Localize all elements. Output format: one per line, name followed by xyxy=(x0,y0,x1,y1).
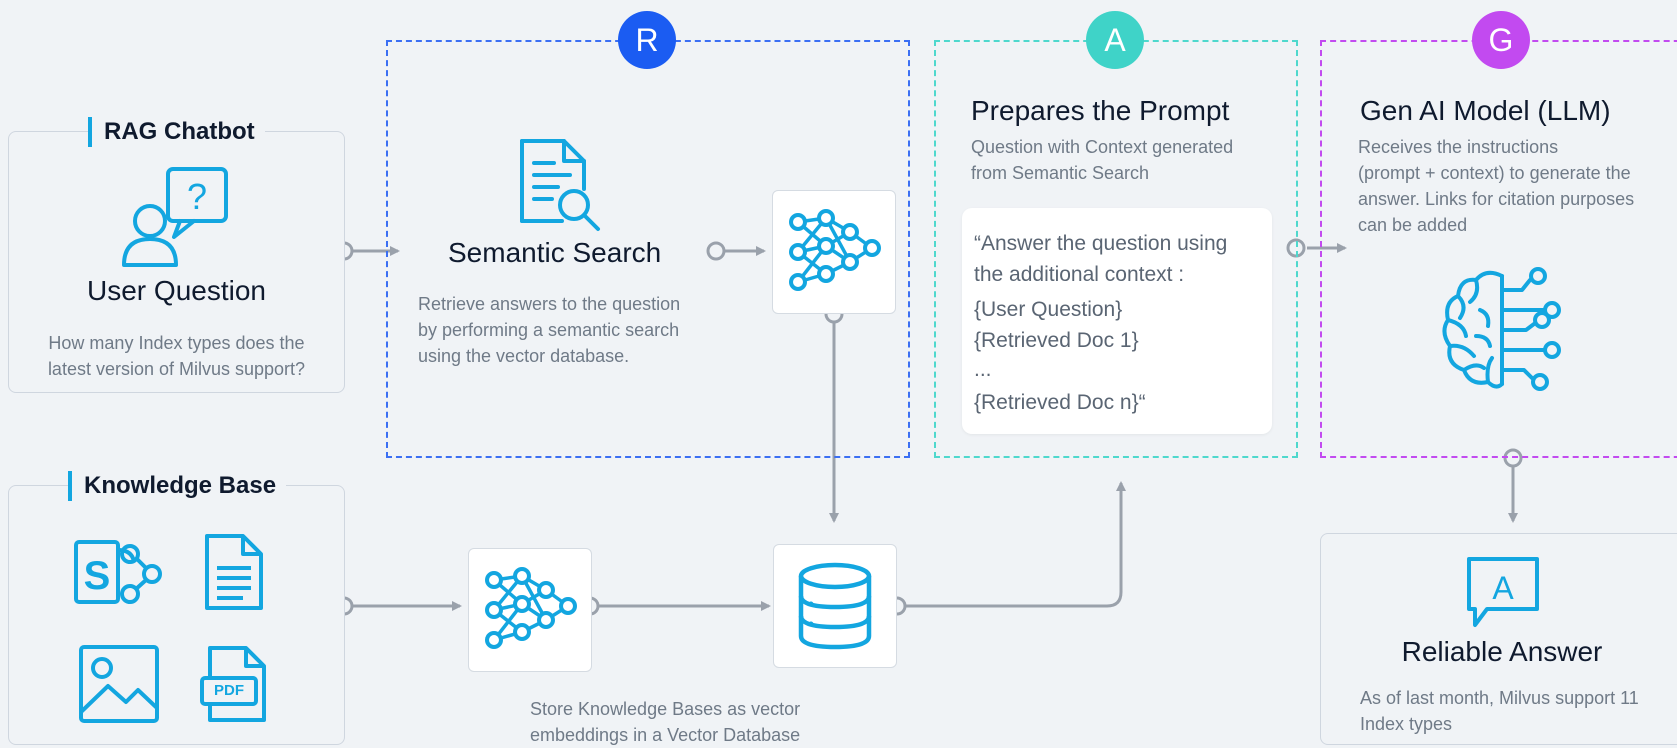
answer-chat-icon xyxy=(1467,557,1539,627)
pdf-label: PDF xyxy=(214,682,244,699)
prompt-line-2: the additional context : xyxy=(974,263,1185,286)
database-icon xyxy=(798,562,872,650)
user-question-icon: ? xyxy=(122,167,228,267)
svg-text:?: ? xyxy=(187,176,207,217)
pdf-icon xyxy=(200,646,266,722)
sharepoint-icon: S xyxy=(74,540,162,604)
retrieve-desc-line-1: Retrieve answers to the question xyxy=(418,294,681,314)
generate-desc-line-4: can be added xyxy=(1358,215,1468,235)
knowledge-base-card xyxy=(8,485,345,745)
retrieve-badge: R xyxy=(618,11,676,69)
question-text-line-1: How many Index types does the xyxy=(48,333,305,353)
generate-desc-line-1: Receives the instructions xyxy=(1358,137,1559,157)
user-question-heading: User Question xyxy=(87,275,266,306)
ai-brain-icon xyxy=(1442,267,1561,391)
augment-badge: A xyxy=(1086,11,1144,69)
prompt-line-6: {Retrieved Doc n}“ xyxy=(974,391,1146,414)
generate-desc-line-2: (prompt + context) to generate the xyxy=(1358,163,1631,183)
augment-desc-line-1: Question with Context generated xyxy=(971,137,1234,157)
reliable-answer-card xyxy=(1320,533,1677,745)
prompt-line-1: “Answer the question using xyxy=(974,232,1228,255)
prepares-prompt-heading: Prepares the Prompt xyxy=(971,95,1230,126)
generate-desc-line-3: answer. Links for citation purposes xyxy=(1358,189,1635,209)
rag-chatbot-title: RAG Chatbot xyxy=(88,117,265,147)
semantic-search-heading: Semantic Search xyxy=(448,237,662,268)
document-icon xyxy=(205,534,263,610)
prompt-line-4: {Retrieved Doc 1} xyxy=(974,329,1139,352)
retrieve-desc-line-2: by performing a semantic search xyxy=(418,320,680,340)
generate-badge: G xyxy=(1472,11,1530,69)
reliable-answer-heading: Reliable Answer xyxy=(1401,636,1603,667)
answer-desc-line-1: As of last month, Milvus support 11 xyxy=(1360,688,1639,708)
neural-network-icon xyxy=(789,209,881,291)
prompt-template-box xyxy=(962,208,1272,434)
vector-db-desc-line-2: embeddings in a Vector Database xyxy=(530,725,801,745)
knowledge-base-title: Knowledge Base xyxy=(68,471,287,501)
svg-text:S: S xyxy=(84,554,111,598)
prompt-line-3: {User Question} xyxy=(974,298,1123,321)
semantic-search-icon xyxy=(520,139,600,231)
answer-icon-letter: A xyxy=(1492,570,1514,606)
question-text-line-2: latest version of Milvus support? xyxy=(47,359,306,379)
augment-desc-line-2: from Semantic Search xyxy=(971,163,1150,183)
vector-db-desc-line-1: Store Knowledge Bases as vector xyxy=(530,699,801,719)
retrieve-desc-line-3: using the vector database. xyxy=(418,346,630,366)
neural-network-icon xyxy=(485,567,577,649)
prompt-line-5: ... xyxy=(974,358,992,381)
image-icon xyxy=(79,645,159,723)
gen-ai-model-heading: Gen AI Model (LLM) xyxy=(1360,95,1611,126)
answer-desc-line-2: Index types xyxy=(1360,714,1453,734)
